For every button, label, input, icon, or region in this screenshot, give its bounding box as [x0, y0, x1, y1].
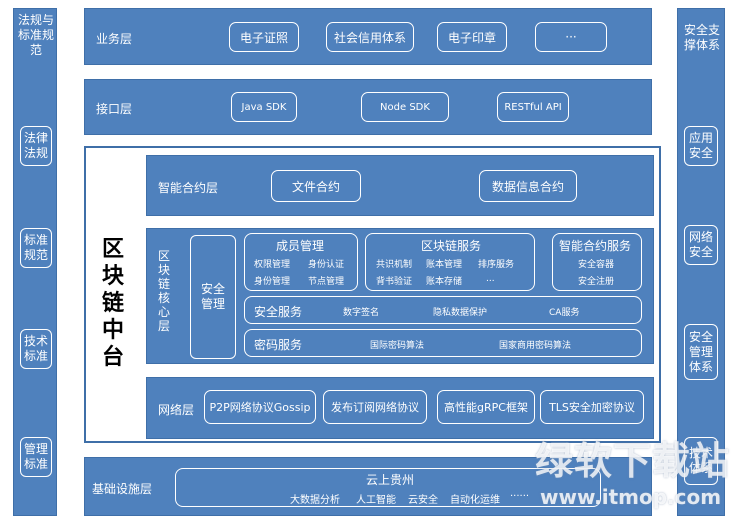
data-info-contract-box: 数据信息合约: [479, 170, 577, 202]
regulations-standards-title: 法规与标准规范: [18, 13, 55, 57]
member-management-box: 成员管理 权限管理 身份认证 身份管理 节点管理: [244, 233, 358, 291]
national-commercial-crypto-algorithm: 国家商用密码算法: [499, 341, 572, 351]
network-layer-label: 网络层: [158, 403, 195, 417]
social-credit-system-box: 社会信用体系: [326, 22, 414, 52]
node-management: 节点管理: [308, 277, 345, 287]
java-sdk-box: Java SDK: [231, 92, 297, 122]
interface-layer: 接口层 Java SDK Node SDK RESTful API: [84, 79, 652, 135]
business-layer-label: 业务层: [96, 32, 133, 46]
smart-contract-layer-label: 智能合约层: [158, 181, 219, 195]
infrastructure-layer-label: 基础设施层: [92, 482, 153, 496]
member-management-title: 成员管理: [276, 239, 325, 253]
security-service-title: 安全服务: [254, 305, 303, 319]
ca-service: CA服务: [549, 308, 580, 318]
electronic-license-box: 电子证照: [229, 22, 299, 52]
standard-specification-box: 标准规范: [20, 228, 52, 268]
more-blockchain-services: ...: [486, 274, 495, 284]
consensus-mechanism: 共识机制: [376, 260, 413, 270]
security-management-system-box: 安全管理体系: [684, 324, 718, 380]
ledger-management: 账本管理: [426, 260, 463, 270]
blockchain-service-title: 区块链服务: [421, 239, 482, 253]
blockchain-core-layer: 区块链核心层 安全管理 成员管理 权限管理 身份认证 身份管理 节点管理 区块链…: [146, 228, 654, 364]
identity-management: 身份管理: [254, 277, 291, 287]
endorsement-verification: 背书验证: [376, 277, 413, 287]
technical-standards-box: 技术标准: [20, 329, 52, 369]
application-security-box: 应用安全: [684, 126, 718, 166]
network-security-box: 网络安全: [684, 225, 718, 265]
identity-authentication: 身份认证: [308, 260, 345, 270]
regulations-standards-column: 法规与标准规范 法律法规 标准规范 技术标准 管理标准: [13, 8, 57, 516]
artificial-intelligence: 人工智能: [356, 495, 396, 506]
permission-management: 权限管理: [254, 260, 291, 270]
security-service-box: 安全服务 数字签名 隐私数据保护 CA服务: [244, 296, 642, 324]
blockchain-service-box: 区块链服务 共识机制 账本管理 排序服务 背书验证 账本存储 ...: [365, 233, 535, 291]
secure-registration: 安全注册: [578, 277, 615, 287]
interface-layer-label: 接口层: [96, 102, 133, 116]
international-crypto-algorithm: 国际密码算法: [370, 341, 425, 351]
electronic-seal-box: 电子印章: [437, 22, 507, 52]
laws-regulations-box: 法律法规: [20, 126, 52, 166]
blockchain-platform-frame: 区块链中台 智能合约层 文件合约 数据信息合约 区块链核心层 安全管理 成员管理…: [84, 146, 661, 443]
smart-contract-layer: 智能合约层 文件合约 数据信息合约: [146, 155, 654, 216]
crypto-service-title: 密码服务: [254, 338, 303, 352]
grpc-framework-box: 高性能gRPC框架: [437, 390, 535, 424]
tls-encryption-box: TLS安全加密协议: [540, 390, 644, 424]
cloud-security: 云安全: [408, 495, 438, 506]
watermark-text: 绿软下载站: [535, 439, 731, 483]
cloud-guizhou-title: 云上贵州: [366, 473, 415, 487]
blockchain-platform-title: 区块链中台: [101, 237, 124, 370]
infrastructure-layer: 基础设施层 云上贵州 大数据分析 人工智能 云安全 自动化运维 ······: [84, 457, 652, 516]
ordering-service: 排序服务: [478, 260, 515, 270]
cloud-guizhou-box: 云上贵州 大数据分析 人工智能 云安全 自动化运维 ······: [175, 468, 601, 507]
smart-contract-service-title: 智能合约服务: [559, 239, 632, 253]
p2p-gossip-box: P2P网络协议Gossip: [204, 390, 316, 424]
security-management-box: 安全管理: [190, 235, 236, 359]
security-support-title: 安全支撑体系: [683, 23, 720, 52]
private-data-protection: 隐私数据保护: [433, 308, 488, 318]
ledger-storage: 账本存储: [426, 277, 463, 287]
technical-system-box: 技术体系: [684, 437, 718, 485]
pubsub-protocol-box: 发布订阅网络协议: [323, 390, 427, 424]
crypto-service-box: 密码服务 国际密码算法 国家商用密码算法: [244, 329, 642, 357]
security-management-label: 安全管理: [200, 282, 225, 311]
business-layer: 业务层 电子证照 社会信用体系 电子印章 ···: [84, 8, 652, 65]
secure-container: 安全容器: [578, 260, 615, 270]
file-contract-box: 文件合约: [271, 170, 361, 202]
network-layer: 网络层 P2P网络协议Gossip 发布订阅网络协议 高性能gRPC框架 TLS…: [146, 377, 654, 439]
big-data-analysis: 大数据分析: [290, 495, 340, 506]
automated-ops: 自动化运维: [450, 495, 500, 506]
core-layer-label: 区块链核心层: [157, 249, 170, 333]
restful-api-box: RESTful API: [497, 92, 569, 122]
node-sdk-box: Node SDK: [361, 92, 449, 122]
security-support-column: 安全支撑体系 应用安全 网络安全 安全管理体系 技术体系: [677, 8, 725, 516]
digital-signature: 数字签名: [343, 308, 380, 318]
watermark-url: www.itmop.com: [540, 485, 722, 509]
more-infrastructure: ······: [510, 491, 530, 502]
more-business-box: ···: [535, 22, 607, 52]
management-standards-box: 管理标准: [20, 437, 52, 477]
smart-contract-service-box: 智能合约服务 安全容器 安全注册: [552, 233, 642, 291]
